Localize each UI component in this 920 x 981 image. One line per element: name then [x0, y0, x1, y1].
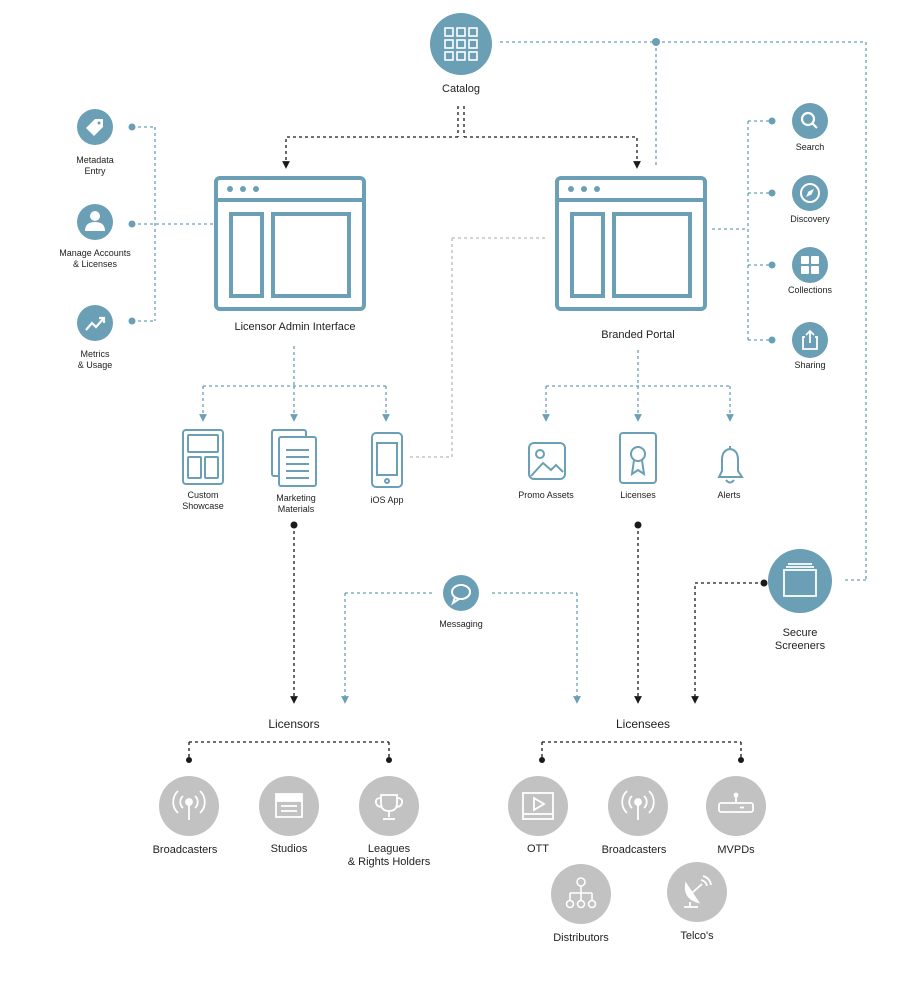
search-label: Search [795, 142, 825, 152]
licenses-node[interactable] [619, 432, 657, 484]
custom-showcase-node[interactable] [182, 429, 224, 485]
compass-icon [800, 183, 820, 203]
junction-dot [652, 38, 660, 46]
licensees-label: Licensees [615, 717, 671, 731]
licensor-broadcasters-node[interactable] [159, 776, 219, 836]
promo-assets-label: Promo Assets [518, 490, 574, 500]
marketing-materials-node[interactable] [271, 429, 317, 487]
bell-icon [717, 446, 744, 484]
distributors-label: Distributors [553, 932, 609, 944]
tag-icon [86, 119, 103, 136]
broadcast-icon [172, 790, 206, 820]
messaging-label: Messaging [439, 619, 483, 629]
portal-features-connector [712, 120, 772, 341]
licenses-label: Licenses [620, 490, 656, 500]
studios-label: Studios [270, 843, 308, 855]
chat-icon [451, 584, 471, 606]
collections-icon [801, 256, 819, 274]
telcos-node[interactable] [667, 862, 727, 922]
ios-app-label: iOS App [370, 495, 404, 505]
catalog-connector [282, 106, 641, 169]
leagues-label: Leagues& Rights Holders [347, 843, 431, 869]
ott-label: OTT [527, 843, 549, 855]
sharing-node[interactable] [792, 322, 828, 358]
metadata-entry-node[interactable] [77, 109, 113, 145]
browser-window-icon [214, 176, 366, 311]
secure-screeners-node[interactable] [768, 549, 832, 613]
manage-accounts-label: Manage Accounts& Licenses [59, 248, 131, 269]
manage-accounts-node[interactable] [77, 204, 113, 240]
licensee-broadcasters-label: Broadcasters [601, 844, 667, 856]
licensor-broadcasters-label: Broadcasters [152, 844, 218, 856]
ios-portal-connector [410, 237, 546, 458]
alerts-node[interactable] [717, 446, 744, 484]
screener-icon [783, 563, 817, 597]
metrics-usage-node[interactable] [77, 305, 113, 341]
messaging-connector [341, 592, 581, 704]
discovery-node[interactable] [792, 175, 828, 211]
search-node[interactable] [792, 103, 828, 139]
licensor-admin-window[interactable] [214, 176, 366, 311]
sharing-label: Sharing [794, 360, 826, 370]
licensors-bracket [188, 741, 390, 760]
portal-outputs-connector [542, 350, 734, 422]
ios-app-node[interactable] [371, 432, 403, 488]
grid-icon [444, 27, 478, 61]
ott-node[interactable] [508, 776, 568, 836]
router-icon [718, 792, 754, 813]
mvpds-label: MVPDs [717, 844, 755, 856]
trophy-icon [374, 794, 404, 820]
clapperboard-icon [275, 793, 303, 818]
distributors-node[interactable] [551, 864, 611, 924]
hierarchy-icon [565, 877, 597, 909]
messaging-node[interactable] [443, 575, 479, 611]
satellite-dish-icon [684, 875, 712, 908]
distribution-connectors [290, 525, 764, 704]
collections-node[interactable] [792, 247, 828, 283]
browser-window-icon [555, 176, 707, 311]
showcase-icon [182, 429, 224, 485]
share-icon [802, 329, 818, 350]
phone-icon [371, 432, 403, 488]
leagues-node[interactable] [359, 776, 419, 836]
branded-portal-label: Branded Portal [601, 329, 675, 341]
licensors-label: Licensors [268, 717, 320, 731]
image-icon [528, 442, 566, 480]
alerts-label: Alerts [717, 490, 741, 500]
admin-outputs-connector [199, 346, 390, 422]
telcos-label: Telco's [680, 930, 714, 942]
search-icon [800, 111, 818, 129]
trend-up-icon [85, 316, 106, 331]
video-player-icon [522, 792, 554, 820]
mvpds-node[interactable] [706, 776, 766, 836]
broadcast-icon [621, 790, 655, 820]
studios-node[interactable] [259, 776, 319, 836]
user-icon [85, 211, 105, 231]
catalog-screener-connector [500, 41, 867, 581]
connectors [128, 38, 867, 763]
licensees-bracket [541, 741, 742, 760]
catalog-label: Catalog [442, 83, 480, 95]
documents-icon [271, 429, 317, 487]
metrics-usage-label: Metrics& Usage [77, 349, 113, 370]
branded-portal-window[interactable] [555, 176, 707, 311]
catalog-node[interactable] [430, 13, 492, 75]
collections-label: Collections [787, 285, 833, 295]
discovery-label: Discovery [790, 214, 830, 224]
promo-assets-node[interactable] [528, 442, 566, 480]
certificate-icon [619, 432, 657, 484]
licensor-admin-label: Licensor Admin Interface [234, 321, 356, 333]
admin-features-connector [132, 126, 214, 322]
licensee-broadcasters-node[interactable] [608, 776, 668, 836]
